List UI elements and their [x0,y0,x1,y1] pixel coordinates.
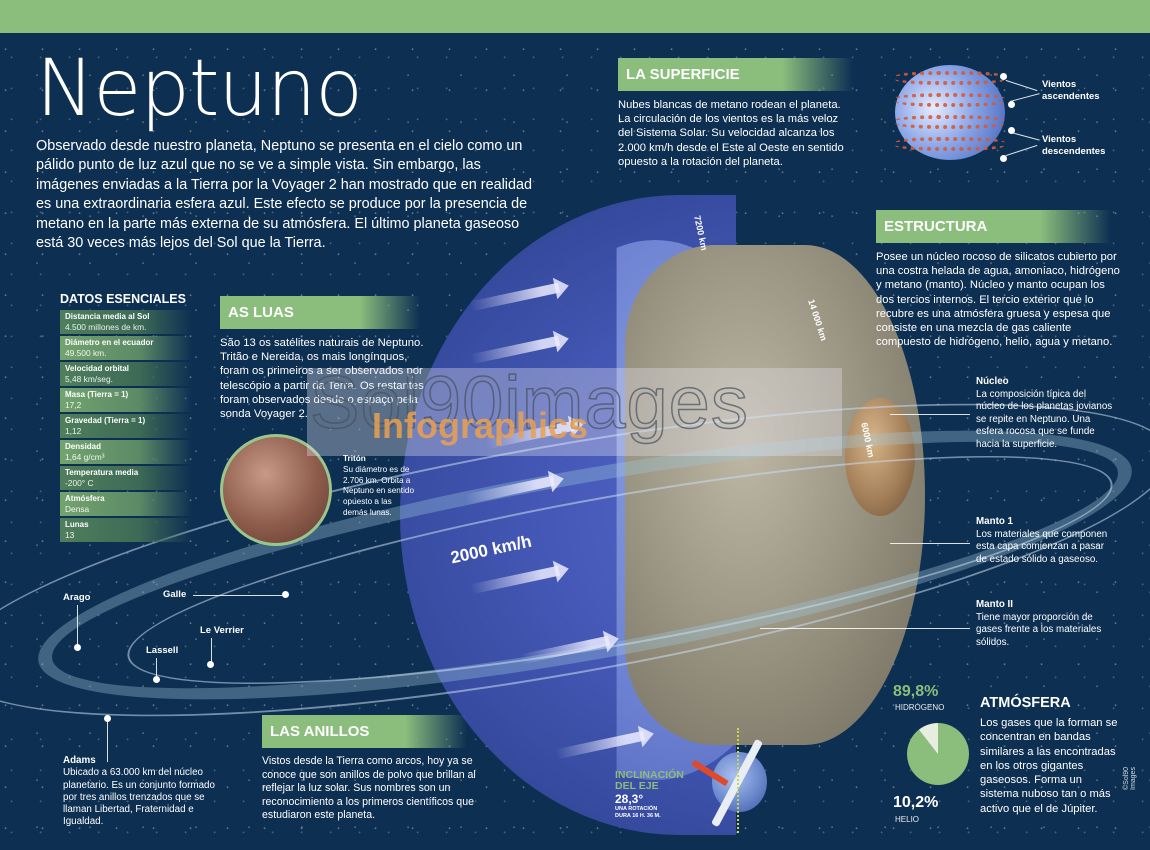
watermark-band [307,368,842,456]
helium-percent: 10,2% [893,794,939,811]
adams-title: Adams [63,755,96,766]
manto1-text: Los materiales que componen esta capa co… [976,528,1108,565]
nucleo-pointer-line [890,414,970,415]
las-anillos-section: LAS ANILLOS Vistos desde la Tierra como … [262,715,476,823]
pointer-line [1005,144,1038,157]
ring-label-galle: Galle [163,589,187,600]
ring-label-arago: Arago [63,592,91,603]
triton-title: Tritón [343,454,366,463]
manto1-callout: Manto 1 Los materiales que componen esta… [976,516,1116,566]
las-anillos-text: Vistos desde la Tierra como arcos, hoy y… [262,755,476,822]
page-title: Neptuno [36,44,363,134]
wind-spiral-icon [895,115,1005,129]
ring-label-lassell: Lassell [146,645,179,656]
wind-spiral-icon [895,93,1005,107]
lassell-pointer-line [156,658,157,678]
intro-paragraph: Observado desde nuestro planeta, Neptuno… [36,138,532,252]
as-luas-section: AS LUAS São 13 os satélites naturais de … [220,296,424,421]
inclinacion-title-2: DEL EJE [615,780,659,792]
triton-moon-image [220,434,332,546]
le-verrier-pointer-line [211,638,212,663]
watermark-sol90-text: Sol90images [309,360,749,445]
adams-callout: Adams Ubicado a 63.000 km del núcleo pla… [63,755,223,829]
helium-label: HELIO [895,815,920,824]
manto1-title: Manto 1 [976,516,1014,527]
datos-row: Temperatura media-200° C [60,466,192,490]
le-verrier-dot [207,661,214,668]
top-banner [0,0,1150,33]
wind-spiral-icon [895,71,1005,85]
atmosfera-text: Los gases que la forman se concentran en… [980,717,1118,815]
datos-title: DATOS ESENCIALES [60,292,186,306]
hydrogen-label: HIDRÓGENO [895,703,945,712]
nucleo-title: Núcleo [976,376,1009,387]
inclinacion-degrees: 28,3° [615,792,644,806]
as-luas-heading: AS LUAS [220,296,420,329]
estructura-text: Posee un núcleo rocoso de silicatos cubi… [876,251,1120,349]
inclinacion-block: INCLINACIÓN DEL EJE 28,3° UNA ROTACIÓN D… [615,770,684,820]
pointer-line [1010,93,1040,102]
triton-text: Su diámetro es de 2.706 km. Orbita a Nep… [343,464,415,517]
galle-pointer-line [193,595,283,596]
adams-dot [104,715,111,722]
pointer-dot [1000,73,1007,80]
planet-core [845,398,915,516]
adams-pointer-line [107,720,108,762]
la-superficie-text: Nubes blancas de metano rodean el planet… [618,99,844,168]
nucleo-callout: Núcleo La composición típica del núcleo … [976,376,1116,452]
datos-row: Gravedad (Tierra = 1)1,12 [60,414,192,438]
manto2-text: Tiene mayor proporción de gases frente a… [976,611,1102,648]
hydrogen-percent: 89,8% [893,683,939,700]
arago-pointer-line [77,605,78,645]
arago-dot [74,644,81,651]
adams-text: Ubicado a 63.000 km del núcleo planetari… [63,767,215,828]
rotation-line-1: UNA ROTACIÓN [615,806,658,812]
vientos-descendentes-label: Vientos descendentes [1042,134,1106,157]
estructura-heading: ESTRUCTURA [876,210,1111,243]
la-superficie-section: LA SUPERFICIE Nubes blancas de metano ro… [618,58,853,169]
ring-label-le-verrier: Le Verrier [200,625,244,636]
pointer-dot [1000,155,1007,162]
la-superficie-heading: LA SUPERFICIE [618,58,853,91]
triton-caption: Tritón Su diámetro es de 2.706 km. Orbit… [343,454,418,519]
estructura-section: ESTRUCTURA Posee un núcleo rocoso de sil… [876,210,1120,349]
wind-spiral-icon [895,137,1005,151]
watermark-infographics-text: Infographics [372,405,589,446]
pointer-line [1005,79,1038,92]
rotation-line-2: DURA 16 H. 36 M. [615,813,661,819]
atmosphere-pie-chart [907,723,969,785]
manto2-callout: Manto II Tiene mayor proporción de gases… [976,599,1116,649]
las-anillos-heading: LAS ANILLOS [262,715,467,748]
inclinacion-title-1: INCLINACIÓN [615,769,684,781]
pointer-dot [1008,127,1015,134]
nucleo-text: La composición típica del núcleo de los … [976,388,1113,450]
pointer-line [1012,132,1040,141]
manto1-pointer-line [890,543,970,544]
winds-globe-illustration [895,65,1005,160]
manto2-title: Manto II [976,599,1014,610]
vientos-ascendentes-label: Vientos ascendentes [1042,79,1100,102]
as-luas-text: São 13 os satélites naturais de Neptuno.… [220,337,424,421]
atmosfera-heading: ATMÓSFERA [980,695,1071,711]
datos-row: Masa (Tierra = 1)17,2 [60,388,192,412]
atmosfera-section: ATMÓSFERA Los gases que la forman se con… [980,695,1120,816]
galle-dot [282,591,289,598]
lassell-dot [153,676,160,683]
manto2-pointer-line [760,628,970,629]
vertical-axis-reference [737,728,739,833]
copyright-credit: ©Sol90 Images [1123,766,1137,790]
pointer-dot [1008,101,1015,108]
